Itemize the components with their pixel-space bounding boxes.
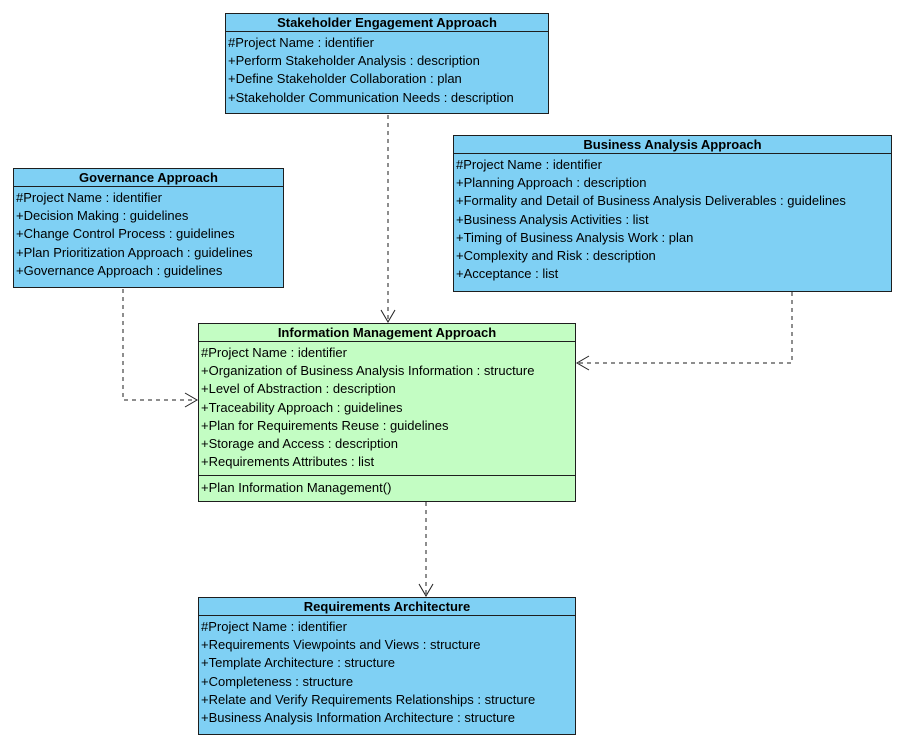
operation-list: +Plan Information Management() [199, 475, 575, 500]
class-requirements-architecture[interactable]: Requirements Architecture #Project Name … [198, 597, 576, 735]
attribute: +Complexity and Risk : description [456, 247, 656, 263]
arrowhead-icon [418, 583, 434, 597]
class-title: Business Analysis Approach [454, 136, 891, 154]
attribute: +Define Stakeholder Collaboration : plan [228, 71, 462, 87]
dependency-governance-to-information-management [122, 289, 197, 401]
arrowhead-icon [380, 309, 396, 323]
attribute: +Formality and Detail of Business Analys… [456, 193, 846, 209]
class-stakeholder-engagement-approach[interactable]: Stakeholder Engagement Approach #Project… [225, 13, 549, 114]
attribute: +Plan Prioritization Approach : guidelin… [16, 244, 253, 260]
attribute: +Requirements Attributes : list [201, 454, 375, 470]
attribute: +Plan for Requirements Reuse : guideline… [201, 417, 449, 433]
attribute: +Template Architecture : structure [201, 655, 396, 671]
attribute: +Planning Approach : description [456, 175, 647, 191]
attribute: #Project Name : identifier [16, 190, 162, 205]
attribute-list: #Project Name : identifier +Planning App… [454, 154, 891, 287]
attribute: +Governance Approach : guidelines [16, 262, 223, 278]
attribute-list: #Project Name : identifier +Perform Stak… [226, 32, 548, 111]
attribute: #Project Name : identifier [456, 157, 602, 172]
class-governance-approach[interactable]: Governance Approach #Project Name : iden… [13, 168, 284, 288]
dependency-business-analysis-to-information-management [577, 292, 793, 364]
attribute: +Requirements Viewpoints and Views : str… [201, 637, 481, 653]
attribute: +Level of Abstraction : description [201, 381, 396, 397]
attribute: +Traceability Approach : guidelines [201, 399, 403, 415]
arrowhead-icon [576, 355, 590, 371]
operation: +Plan Information Management() [201, 480, 392, 496]
class-title: Requirements Architecture [199, 598, 575, 616]
attribute-list: #Project Name : identifier +Decision Mak… [14, 187, 283, 284]
class-information-management-approach[interactable]: Information Management Approach #Project… [198, 323, 576, 502]
attribute: +Relate and Verify Requirements Relation… [201, 691, 536, 707]
attribute: +Storage and Access : description [201, 435, 398, 451]
attribute: +Perform Stakeholder Analysis : descript… [228, 53, 480, 69]
attribute: +Completeness : structure [201, 673, 354, 689]
attribute: #Project Name : identifier [201, 619, 347, 634]
class-business-analysis-approach[interactable]: Business Analysis Approach #Project Name… [453, 135, 892, 292]
attribute: +Business Analysis Activities : list [456, 211, 649, 227]
class-title: Information Management Approach [199, 324, 575, 342]
attribute-list: #Project Name : identifier +Requirements… [199, 616, 575, 731]
class-title: Governance Approach [14, 169, 283, 187]
attribute: +Business Analysis Information Architect… [201, 709, 515, 725]
attribute: +Change Control Process : guidelines [16, 226, 235, 242]
attribute-list: #Project Name : identifier +Organization… [199, 342, 575, 475]
arrowhead-icon [184, 392, 198, 408]
class-title: Stakeholder Engagement Approach [226, 14, 548, 32]
attribute: #Project Name : identifier [228, 35, 374, 50]
attribute: +Decision Making : guidelines [16, 208, 189, 224]
attribute: +Timing of Business Analysis Work : plan [456, 229, 694, 245]
attribute: +Organization of Business Analysis Infor… [201, 363, 535, 379]
attribute: #Project Name : identifier [201, 345, 347, 360]
attribute: +Stakeholder Communication Needs : descr… [228, 89, 514, 105]
attribute: +Acceptance : list [456, 266, 559, 282]
